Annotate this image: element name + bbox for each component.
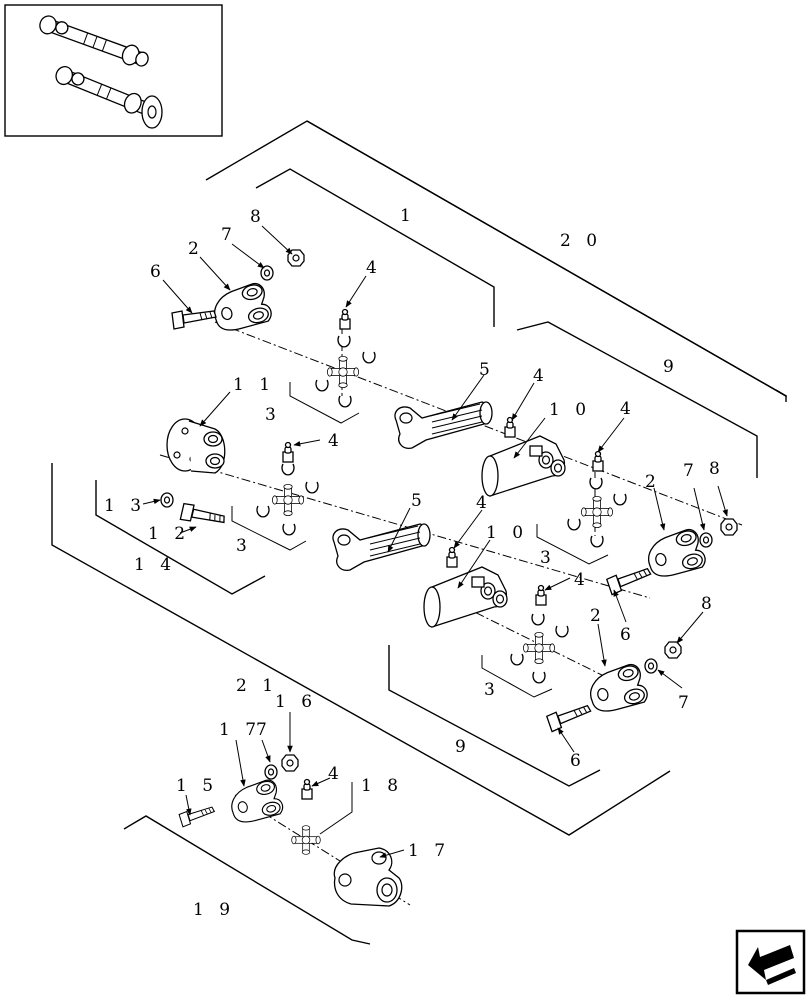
callout-7-bottom: 7 [256, 720, 272, 740]
callout-3-lower-left: 3 [236, 536, 252, 556]
callout-18: 1 8 [361, 776, 403, 796]
callout-4-lower-right: 4 [574, 570, 590, 590]
callout-21: 2 1 [236, 676, 278, 696]
callout-4-upper-mid: 4 [533, 366, 549, 386]
driveshaft-assembly-thumbnail [4, 4, 223, 137]
callout-2-top: 2 [188, 239, 204, 259]
callout-17-top: 1 7 [219, 720, 261, 740]
callout-8-lower: 8 [701, 594, 717, 614]
callout-8-top: 8 [250, 207, 266, 227]
callout-14: 1 4 [134, 555, 176, 575]
previous-page-button[interactable] [735, 929, 806, 995]
callout-17-bottom: 1 7 [408, 841, 450, 861]
callout-6-lower: 6 [570, 751, 586, 771]
callout-11: 1 1 [233, 375, 275, 395]
callout-9-upper: 9 [663, 357, 679, 377]
callout-16: 1 6 [275, 692, 317, 712]
callout-2-lower: 2 [590, 606, 606, 626]
callout-labels: 1 2 0 8 7 2 6 4 5 9 4 1 0 4 1 1 3 4 2 7 … [104, 206, 725, 920]
callout-3-upper-left: 3 [265, 405, 281, 425]
callout-15: 1 5 [176, 776, 218, 796]
callout-7-top: 7 [221, 225, 237, 245]
callout-4-lower-mid: 4 [476, 493, 492, 513]
callout-4-bottom: 4 [328, 764, 344, 784]
callout-13: 1 3 [104, 496, 146, 516]
callout-4-lower-left: 4 [328, 431, 344, 451]
previous-page-arrow-icon [748, 945, 796, 985]
callout-7-lower: 7 [678, 693, 694, 713]
leader-arrows [142, 225, 728, 858]
callout-9-lower: 9 [455, 737, 471, 757]
callout-2-right: 2 [645, 472, 661, 492]
callout-5-lower: 5 [411, 491, 427, 511]
callout-5-upper: 5 [479, 360, 495, 380]
bracket-lines [51, 120, 787, 945]
callout-1: 1 [400, 206, 416, 226]
parts-upper-shaft [171, 249, 738, 596]
callout-3-lower-right: 3 [484, 680, 500, 700]
callout-6-top: 6 [150, 262, 166, 282]
callout-19: 1 9 [193, 900, 235, 920]
callout-20: 2 0 [560, 231, 602, 251]
callout-10-lower: 1 0 [486, 523, 528, 543]
callout-8-right: 8 [709, 459, 725, 479]
callout-3-upper-right: 3 [540, 548, 556, 568]
callout-7-right: 7 [683, 461, 699, 481]
callout-12: 1 2 [148, 524, 190, 544]
callout-4-upper-right: 4 [620, 399, 636, 419]
callout-10-upper: 1 0 [549, 400, 591, 420]
parts-bottom-group [178, 754, 403, 907]
callout-4-upper-left: 4 [366, 258, 382, 278]
callout-6-right: 6 [620, 625, 636, 645]
